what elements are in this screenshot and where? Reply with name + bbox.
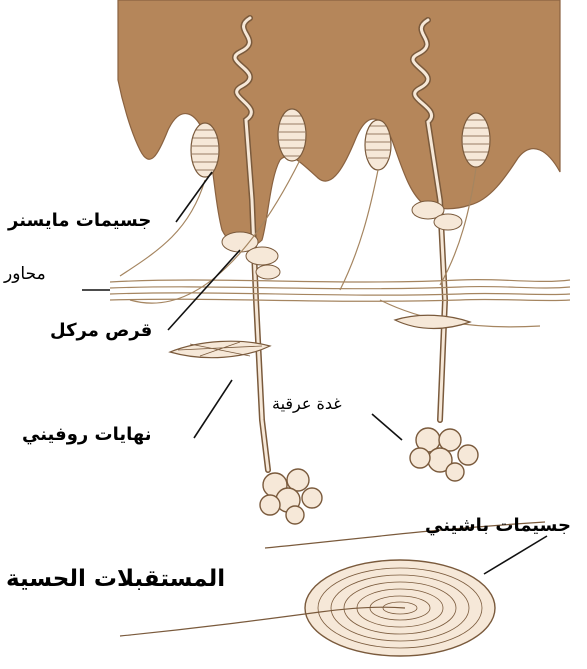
axon-bundle (110, 160, 570, 327)
label-meissner: جسيمات مايسنر (8, 210, 151, 231)
label-pacini: جسيمات باشيني (425, 515, 571, 536)
sweat-gland-coils (260, 428, 478, 524)
label-merkel-disc: قرص مركل (50, 320, 152, 341)
label-ruffini: نهايات روفيني (22, 424, 152, 445)
diagram-title: المستقبلات الحسية (6, 566, 225, 592)
ruffini-ending (170, 315, 470, 357)
meissner-corpuscle (278, 109, 306, 161)
label-sweat-gland: غدة عرقية (272, 394, 342, 413)
label-axons: محاور (4, 264, 46, 284)
meissner-corpuscle (191, 123, 219, 177)
meissner-corpuscle (462, 113, 490, 167)
meissner-corpuscle (365, 120, 391, 170)
leader-lines (82, 172, 547, 574)
